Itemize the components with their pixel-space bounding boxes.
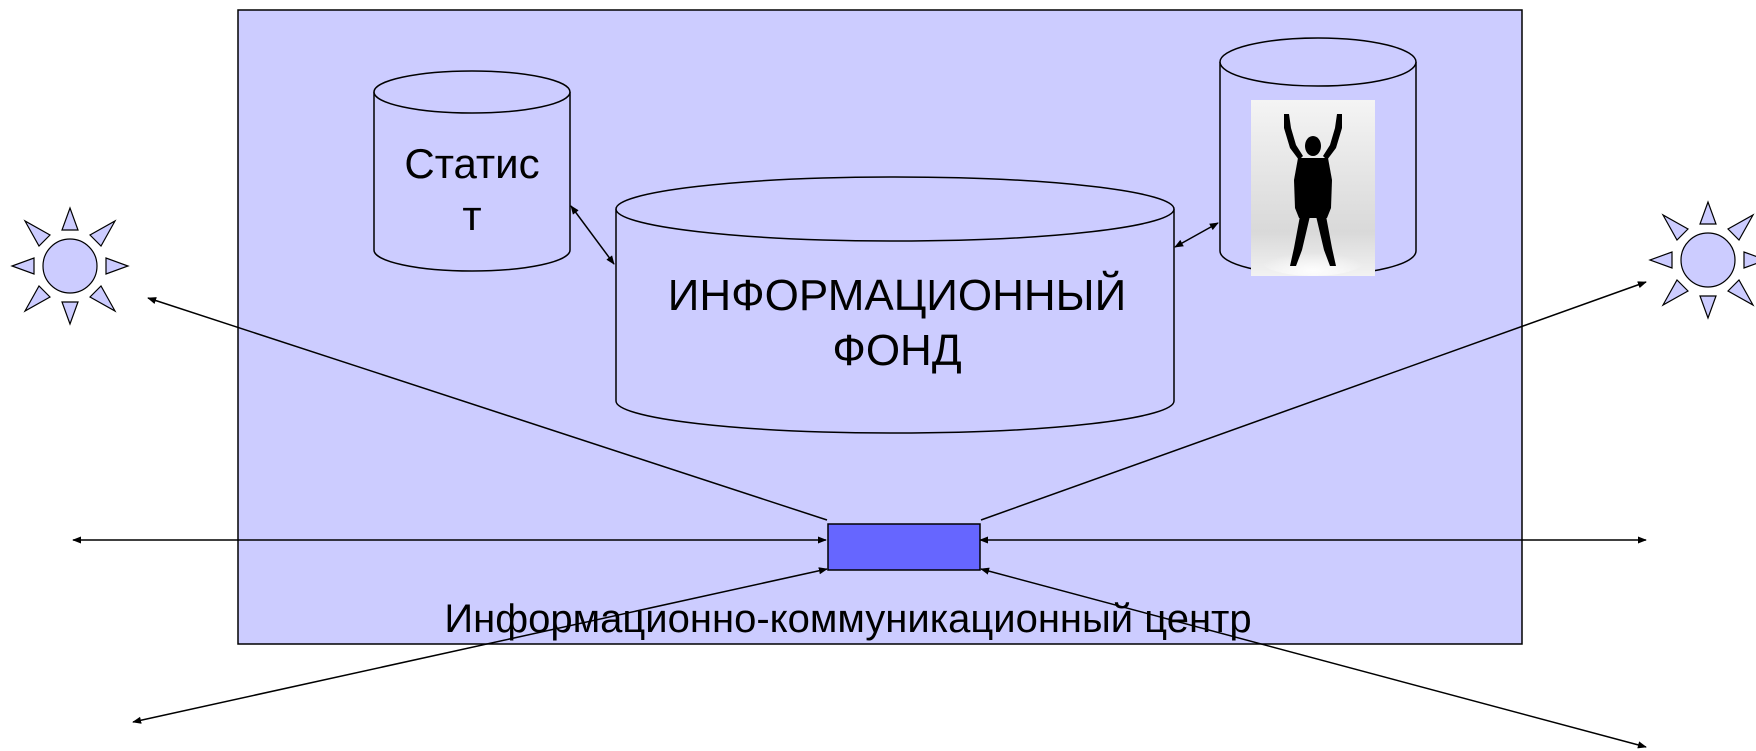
- statistics-db-label-line1: Статис: [404, 140, 539, 187]
- statistics-db-label-line2: т: [462, 192, 481, 239]
- communication-hub: [827, 523, 981, 571]
- communication-arrows: [72, 281, 1647, 749]
- person-silhouette-photo: [1251, 100, 1375, 276]
- information-fund-label-line1: ИНФОРМАЦИОННЫЙ: [668, 269, 1126, 320]
- stat-to-fund-connector: [570, 205, 615, 265]
- arrow-to-lower-left: [132, 567, 828, 724]
- information-fund-cylinder: ИНФОРМАЦИОННЫЙ ФОНД: [615, 176, 1175, 434]
- info-center-label: Информационно-коммуникационный центр: [444, 597, 1251, 641]
- statistics-db-cylinder: Статис т: [373, 70, 571, 272]
- fund-to-person-connector: [1174, 222, 1219, 248]
- arrow-to-upper-left: [147, 297, 828, 521]
- arrow-to-lower-right: [980, 567, 1647, 749]
- sun-icon-left: [10, 206, 130, 326]
- sun-icon-right: [1648, 200, 1756, 320]
- person-db-cylinder: [1219, 37, 1417, 276]
- information-fund-label-line2: ФОНД: [832, 326, 961, 375]
- arrow-to-upper-right: [980, 281, 1647, 521]
